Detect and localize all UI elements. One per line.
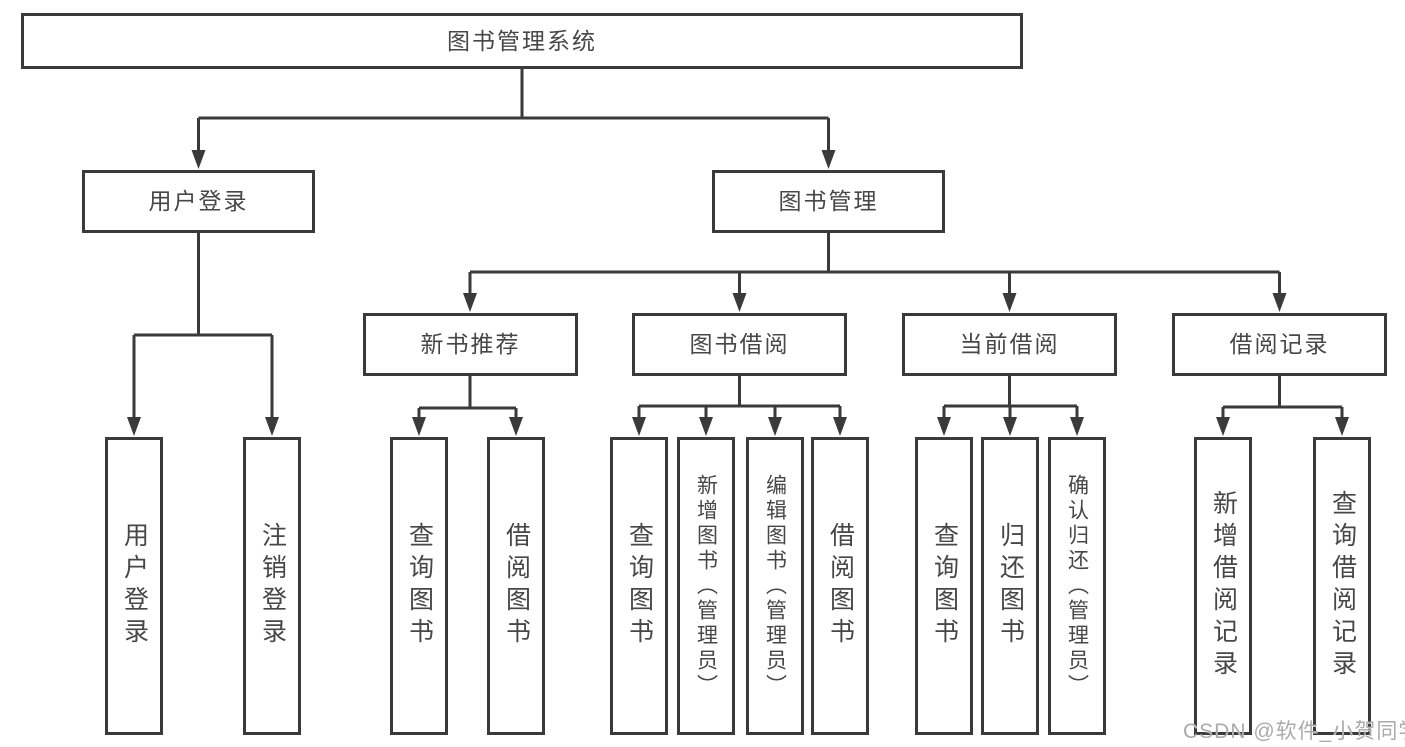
leaf-logout: 注销登录	[243, 437, 301, 735]
leaf-return-books-label: 归还图书	[996, 522, 1025, 650]
node-book-management: 图书管理	[712, 170, 945, 233]
leaf-edit-book-admin-label: 编辑图书（管理员）	[763, 473, 787, 699]
node-new-book-recommend: 新书推荐	[363, 313, 578, 376]
leaf-add-book-admin-label: 新增图书（管理员）	[694, 473, 718, 699]
leaf-borrow-query-books-label: 查询图书	[625, 522, 654, 650]
leaf-borrow-books: 借阅图书	[811, 437, 869, 735]
leaf-user-login-label: 用户登录	[120, 522, 149, 650]
node-current-borrow-label: 当前借阅	[959, 331, 1060, 357]
leaf-recommend-borrow-books-label: 借阅图书	[502, 522, 531, 650]
node-book-borrow: 图书借阅	[632, 313, 847, 376]
leaf-query-borrow-record: 查询借阅记录	[1313, 437, 1371, 735]
leaf-current-query-books: 查询图书	[915, 437, 973, 735]
watermark: CSDN @软件_小贺同学	[1183, 720, 1405, 743]
connectors-book-management-children	[463, 233, 1287, 312]
leaf-return-books: 归还图书	[981, 437, 1039, 735]
node-user-login: 用户登录	[82, 170, 315, 233]
leaf-edit-book-admin: 编辑图书（管理员）	[746, 437, 804, 735]
node-book-borrow-label: 图书借阅	[689, 331, 790, 357]
leaf-add-borrow-record-label: 新增借阅记录	[1209, 490, 1238, 682]
node-root: 图书管理系统	[21, 13, 1023, 69]
node-borrow-records-label: 借阅记录	[1229, 331, 1330, 357]
leaf-logout-label: 注销登录	[258, 522, 287, 650]
connectors-book-borrow-children	[632, 376, 847, 436]
connectors-user-login-children	[127, 233, 279, 436]
leaf-recommend-query-books: 查询图书	[390, 437, 448, 735]
connectors-root-to-level2	[191, 69, 836, 169]
connectors-borrow-records-children	[1216, 376, 1349, 436]
node-new-book-recommend-label: 新书推荐	[420, 331, 521, 357]
node-root-label: 图书管理系统	[447, 27, 597, 54]
node-book-management-label: 图书管理	[778, 188, 879, 214]
node-user-login-label: 用户登录	[148, 188, 249, 214]
leaf-query-borrow-record-label: 查询借阅记录	[1328, 490, 1357, 682]
leaf-recommend-borrow-books: 借阅图书	[487, 437, 545, 735]
node-borrow-records: 借阅记录	[1172, 313, 1387, 376]
leaf-current-query-books-label: 查询图书	[930, 522, 959, 650]
connectors-new-book-recommend-children	[412, 376, 523, 436]
connectors-current-borrow-children	[937, 376, 1084, 436]
leaf-borrow-books-label: 借阅图书	[826, 522, 855, 650]
leaf-add-book-admin: 新增图书（管理员）	[677, 437, 735, 735]
leaf-user-login: 用户登录	[105, 437, 163, 735]
leaf-confirm-return-admin-label: 确认归还（管理员）	[1065, 473, 1089, 699]
node-current-borrow: 当前借阅	[902, 313, 1117, 376]
leaf-add-borrow-record: 新增借阅记录	[1194, 437, 1252, 735]
leaf-borrow-query-books: 查询图书	[610, 437, 668, 735]
leaf-confirm-return-admin: 确认归还（管理员）	[1048, 437, 1106, 735]
leaf-recommend-query-books-label: 查询图书	[405, 522, 434, 650]
